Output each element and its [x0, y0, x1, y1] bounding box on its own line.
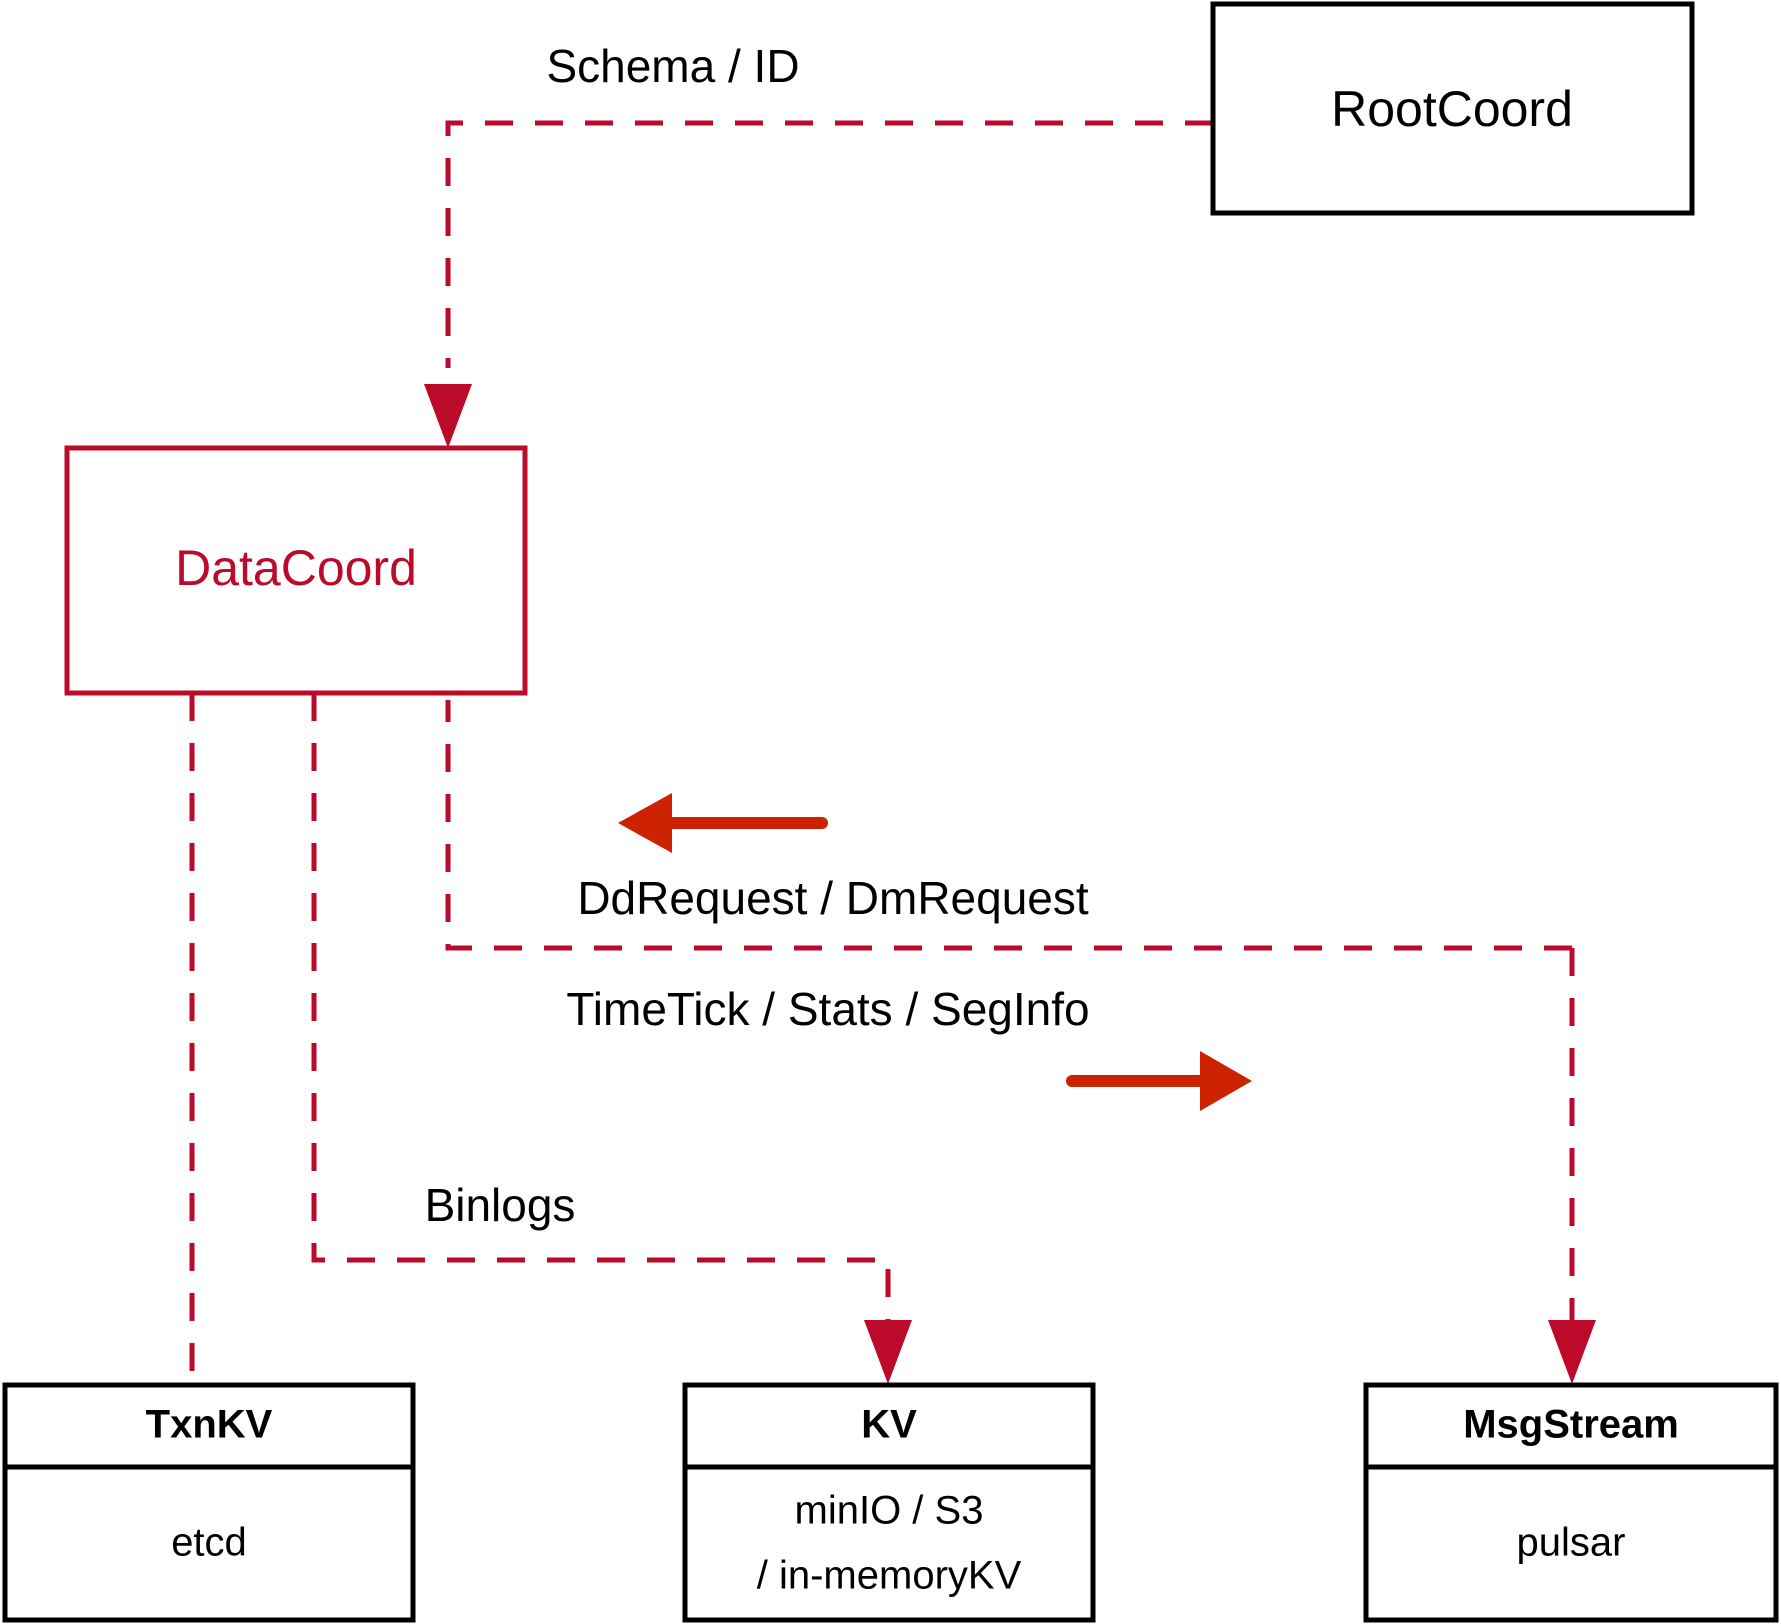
- node-kv-subtitle-line2: / in-memoryKV: [757, 1554, 1022, 1598]
- node-kv[interactable]: KV minIO / S3 / in-memoryKV: [682, 1382, 1096, 1623]
- node-txnkv-title: TxnKV: [146, 1403, 273, 1447]
- edge-binlogs-path: [311, 693, 891, 1330]
- node-msgstream-title: MsgStream: [1463, 1403, 1679, 1447]
- node-kv-box[interactable]: [682, 1382, 1096, 1623]
- edge-datacoord-msgstream-arrowhead: [1548, 1320, 1596, 1384]
- node-rootcoord-label: RootCoord: [1331, 81, 1573, 137]
- node-rootcoord[interactable]: RootCoord: [1210, 1, 1695, 216]
- node-datacoord-label: DataCoord: [175, 540, 417, 596]
- edge-msgstream-datacoord-path: [445, 700, 1572, 951]
- node-txnkv[interactable]: TxnKV etcd: [2, 1382, 416, 1623]
- edge-binlogs: [311, 693, 912, 1384]
- node-rootcoord-box[interactable]: [1210, 1, 1695, 216]
- edge-schema-id-arrowhead: [424, 384, 472, 448]
- node-txnkv-box[interactable]: [2, 1382, 416, 1623]
- edge-schema-id: [424, 120, 1213, 448]
- node-kv-title: KV: [861, 1403, 917, 1447]
- edge-datacoord-msgstream: [1548, 948, 1596, 1384]
- direction-arrow-outbound-head: [1200, 1051, 1252, 1111]
- edge-label-dd-dm-request: DdRequest / DmRequest: [577, 872, 1089, 924]
- direction-arrow-outbound: [1066, 1051, 1252, 1111]
- edge-label-schema-id: Schema / ID: [546, 40, 799, 92]
- node-kv-subtitle-line1: minIO / S3: [795, 1489, 984, 1533]
- node-datacoord[interactable]: DataCoord: [64, 445, 528, 696]
- direction-arrow-inbound-head: [618, 793, 672, 853]
- edge-label-binlogs: Binlogs: [425, 1179, 576, 1231]
- node-datacoord-box[interactable]: [64, 445, 528, 696]
- node-txnkv-subtitle: etcd: [171, 1521, 247, 1565]
- node-msgstream[interactable]: MsgStream pulsar: [1363, 1382, 1779, 1623]
- edge-label-timetick-stats-seginfo: TimeTick / Stats / SegInfo: [566, 983, 1089, 1035]
- edge-schema-id-path: [445, 120, 1213, 368]
- node-msgstream-subtitle: pulsar: [1517, 1521, 1626, 1565]
- direction-arrow-inbound: [618, 793, 828, 853]
- edge-binlogs-arrowhead: [864, 1320, 912, 1384]
- node-msgstream-box[interactable]: [1363, 1382, 1779, 1623]
